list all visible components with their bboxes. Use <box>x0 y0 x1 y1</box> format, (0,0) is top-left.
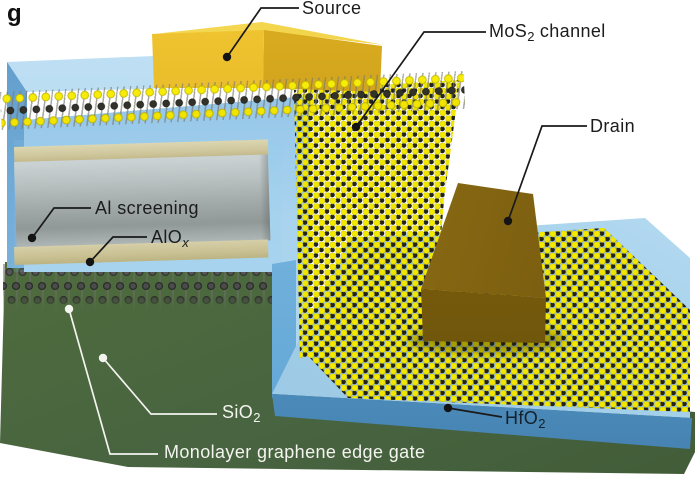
drain-label: Drain <box>590 116 636 136</box>
al-screening-label: Al screening <box>95 198 199 218</box>
hfo2-label: HfO2 <box>505 408 546 431</box>
mesa-translucent-overlay <box>14 140 282 272</box>
graphene-gate-label: Monolayer graphene edge gate <box>164 442 426 462</box>
mos2-channel-label: MoS2 channel <box>489 21 606 44</box>
alox-label: AlOx <box>151 227 189 250</box>
sio2-label: SiO2 <box>222 402 261 425</box>
panel-letter: g <box>7 0 22 27</box>
source-label: Source <box>302 0 362 18</box>
